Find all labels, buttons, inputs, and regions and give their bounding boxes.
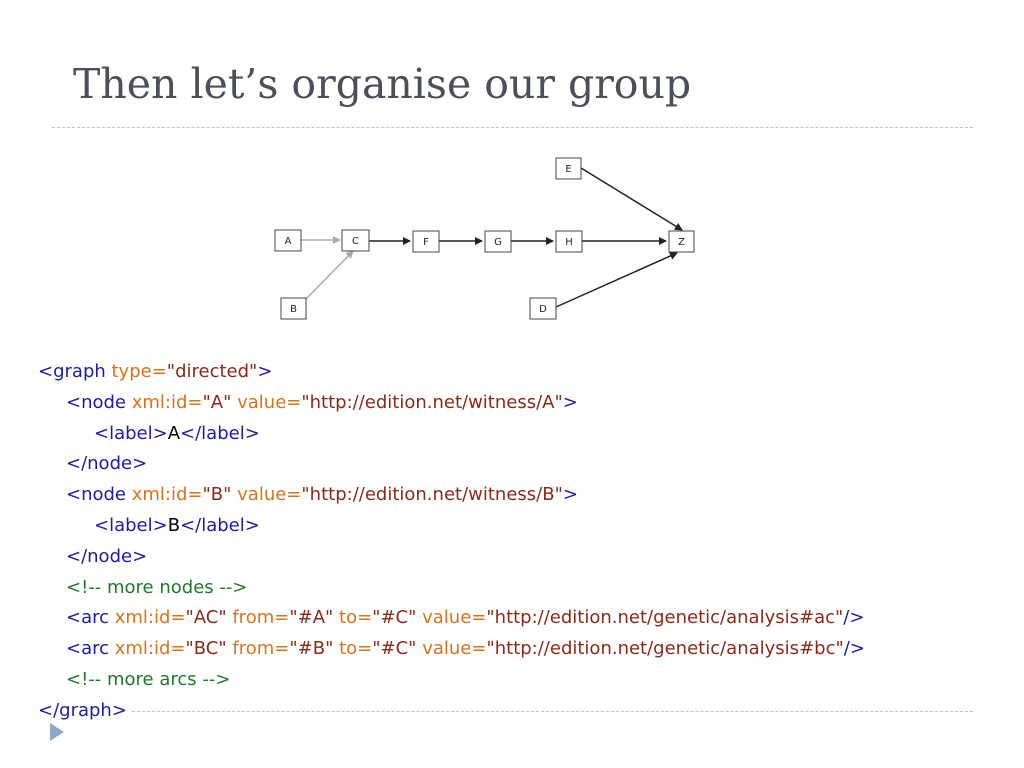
value: "BC" xyxy=(185,638,227,660)
code-line-graph-close: </graph> xyxy=(38,696,865,727)
code-line-comment-arcs: <!-- more arcs --> xyxy=(38,665,865,696)
tag: <label> xyxy=(94,422,168,444)
tag-close: > xyxy=(562,391,578,413)
tag: <graph xyxy=(38,361,106,382)
node-d-label: D xyxy=(539,304,547,315)
node-f: F xyxy=(412,230,440,253)
code-line-node-b: <node xml:id="B" value="http://edition.n… xyxy=(38,480,865,511)
value: "http://edition.net/genetic/analysis#bc" xyxy=(486,638,844,660)
node-g: G xyxy=(484,230,512,253)
text: A xyxy=(167,422,181,444)
value: "#C" xyxy=(372,607,417,629)
value: "http://edition.net/witness/B" xyxy=(301,484,563,506)
value: "#C" xyxy=(372,638,417,660)
slide-title: Then let’s organise our group xyxy=(73,60,692,108)
tag: <node xyxy=(66,484,127,506)
comment: <!-- more nodes --> xyxy=(66,576,248,598)
node-c-label: C xyxy=(352,236,359,247)
attr: from= xyxy=(226,607,290,629)
tag-close: > xyxy=(562,484,578,506)
tag-close: /> xyxy=(843,638,865,660)
value: "http://edition.net/witness/A" xyxy=(301,391,563,413)
graph-diagram: A B C E F G H Z D xyxy=(274,157,695,320)
attr: to= xyxy=(333,607,373,629)
node-f-label: F xyxy=(423,237,429,248)
tag: <arc xyxy=(66,638,110,660)
attr: xml:id= xyxy=(109,607,186,629)
node-b: B xyxy=(280,297,307,320)
value: "#B" xyxy=(289,638,334,660)
attr: value= xyxy=(231,484,302,506)
value: "http://edition.net/genetic/analysis#ac" xyxy=(486,607,844,629)
tag: </graph> xyxy=(38,699,127,721)
node-b-label: B xyxy=(290,304,297,315)
tag: <node xyxy=(66,391,127,413)
attr: value= xyxy=(416,607,487,629)
tag-close: </label> xyxy=(180,514,260,536)
attr: value= xyxy=(416,638,487,660)
tag-close: > xyxy=(257,361,273,382)
value: "A" xyxy=(202,391,232,413)
node-e: E xyxy=(555,157,582,180)
code-line-node-close-2: </node> xyxy=(38,542,865,573)
node-d: D xyxy=(529,297,557,320)
xml-code-block: <graph type="directed"> <node xml:id="A"… xyxy=(38,357,865,727)
comment: <!-- more arcs --> xyxy=(66,668,231,690)
node-a: A xyxy=(274,229,302,252)
attr: xml:id= xyxy=(109,638,186,660)
code-line-graph-open: <graph type="directed"> xyxy=(38,357,865,388)
text: B xyxy=(167,514,181,536)
code-line-label-a: <label>A</label> xyxy=(38,419,865,450)
node-h: H xyxy=(555,230,583,253)
attr: xml:id= xyxy=(126,484,203,506)
node-h-label: H xyxy=(565,237,573,248)
node-z-label: Z xyxy=(678,237,685,248)
attr: xml:id= xyxy=(126,391,203,413)
node-z: Z xyxy=(668,230,695,253)
node-e-label: E xyxy=(565,164,571,175)
code-line-node-close-1: </node> xyxy=(38,449,865,480)
tag: </node> xyxy=(66,545,148,567)
attr: type= xyxy=(105,361,167,382)
value: "directed" xyxy=(166,361,258,382)
code-line-arc-ac: <arc xml:id="AC" from="#A" to="#C" value… xyxy=(38,603,865,634)
title-divider xyxy=(52,127,973,128)
attr: value= xyxy=(231,391,302,413)
footer-divider xyxy=(132,711,973,712)
edge-d-z xyxy=(555,252,678,308)
value: "B" xyxy=(202,484,232,506)
code-line-label-b: <label>B</label> xyxy=(38,511,865,542)
play-arrow-icon xyxy=(50,723,64,741)
tag: <arc xyxy=(66,607,110,629)
value: "AC" xyxy=(185,607,227,629)
value: "#A" xyxy=(289,607,334,629)
attr: to= xyxy=(333,638,373,660)
node-c: C xyxy=(341,229,370,252)
edge-b-c xyxy=(305,250,354,300)
tag: <label> xyxy=(94,514,168,536)
node-g-label: G xyxy=(494,237,502,248)
code-line-node-a: <node xml:id="A" value="http://edition.n… xyxy=(38,388,865,419)
attr: from= xyxy=(226,638,290,660)
tag-close: /> xyxy=(843,607,865,629)
tag: </node> xyxy=(66,453,148,475)
code-line-arc-bc: <arc xml:id="BC" from="#B" to="#C" value… xyxy=(38,634,865,665)
code-line-comment-nodes: <!-- more nodes --> xyxy=(38,573,865,604)
tag-close: </label> xyxy=(180,422,260,444)
edge-e-z xyxy=(580,167,683,231)
node-a-label: A xyxy=(285,236,292,247)
